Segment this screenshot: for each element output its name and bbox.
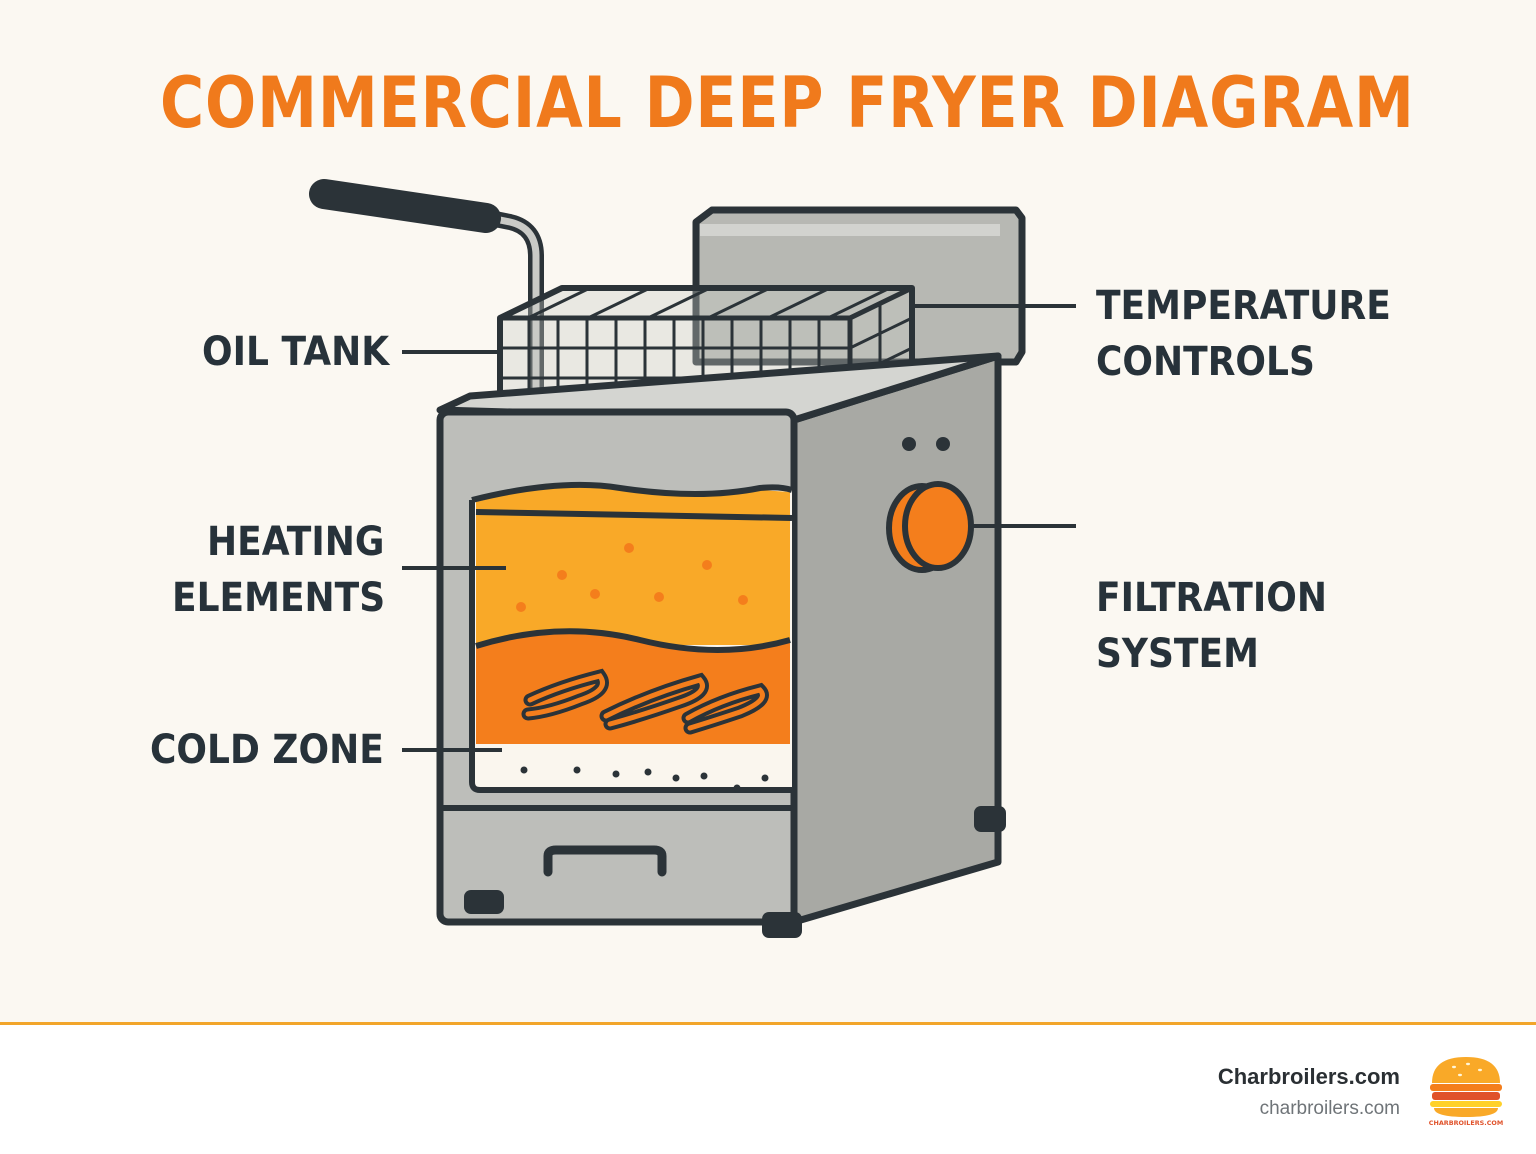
logo-text: CHARBROILERS.COM: [1429, 1119, 1503, 1127]
label-cold-zone: COLD ZONE: [150, 727, 384, 773]
brand-name: Charbroilers.com: [1217, 1064, 1400, 1089]
burger-logo-icon: CHARBROILERS.COM: [1429, 1057, 1503, 1127]
basket-handle: [309, 179, 544, 420]
oil-tank: [469, 481, 793, 793]
page-title: COMMERCIAL DEEP FRYER DIAGRAM: [160, 62, 1415, 144]
heating-coils-inner: [525, 673, 765, 731]
brand-url: charbroilers.com: [1259, 1098, 1400, 1119]
label-temperature-controls: TEMPERATURE CONTROLS: [1096, 283, 1391, 385]
indicator-lights: [902, 437, 950, 451]
temperature-knob: [886, 481, 974, 573]
footer-divider: [0, 1022, 1536, 1025]
label-filtration-system: FILTRATION SYSTEM: [1096, 575, 1328, 677]
label-heating-elements: HEATING ELEMENTS: [172, 519, 386, 621]
leader-lines: [402, 304, 1076, 752]
footer: [0, 1025, 1536, 1154]
label-oil-tank: OIL TANK: [202, 329, 390, 375]
